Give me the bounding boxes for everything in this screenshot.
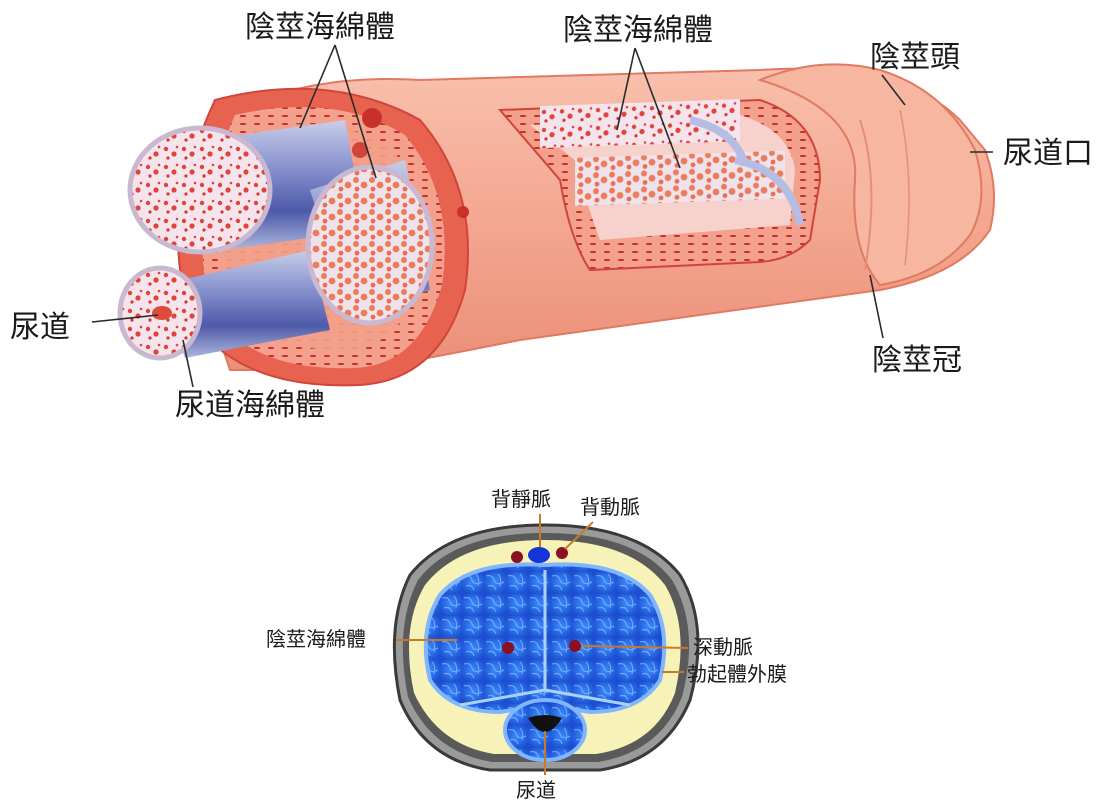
label-cavernosum-left: 陰莖海綿體 bbox=[245, 10, 395, 45]
deep-artery-right bbox=[569, 640, 581, 652]
label-glans: 陰莖頭 bbox=[870, 40, 960, 75]
label-cavernosum-cross: 陰莖海綿體 bbox=[266, 627, 366, 651]
disc-urethra-lumen bbox=[152, 306, 172, 320]
label-dorsal-artery: 背動脈 bbox=[580, 495, 640, 519]
disc-cavernosum-right bbox=[308, 167, 432, 323]
label-deep-artery: 深動脈 bbox=[693, 635, 753, 659]
label-urethra-cross: 尿道 bbox=[516, 778, 556, 802]
label-dorsal-vein: 背靜脈 bbox=[491, 487, 551, 511]
dorsal-artery-left bbox=[511, 551, 523, 563]
label-corona: 陰莖冠 bbox=[872, 343, 962, 378]
longitudinal-view bbox=[120, 64, 994, 385]
label-cavernosum-right: 陰莖海綿體 bbox=[563, 13, 713, 48]
deep-artery-left bbox=[502, 642, 514, 654]
dorsal-vein bbox=[528, 547, 550, 563]
label-urethra-long: 尿道 bbox=[10, 310, 70, 345]
window-cavernosum-bottom bbox=[575, 151, 785, 206]
label-spongiosum: 尿道海綿體 bbox=[175, 388, 325, 423]
label-tunica: 勃起體外膜 bbox=[687, 662, 787, 686]
disc-cavernosum-left bbox=[130, 128, 270, 252]
label-meatus: 尿道口 bbox=[1003, 136, 1093, 171]
